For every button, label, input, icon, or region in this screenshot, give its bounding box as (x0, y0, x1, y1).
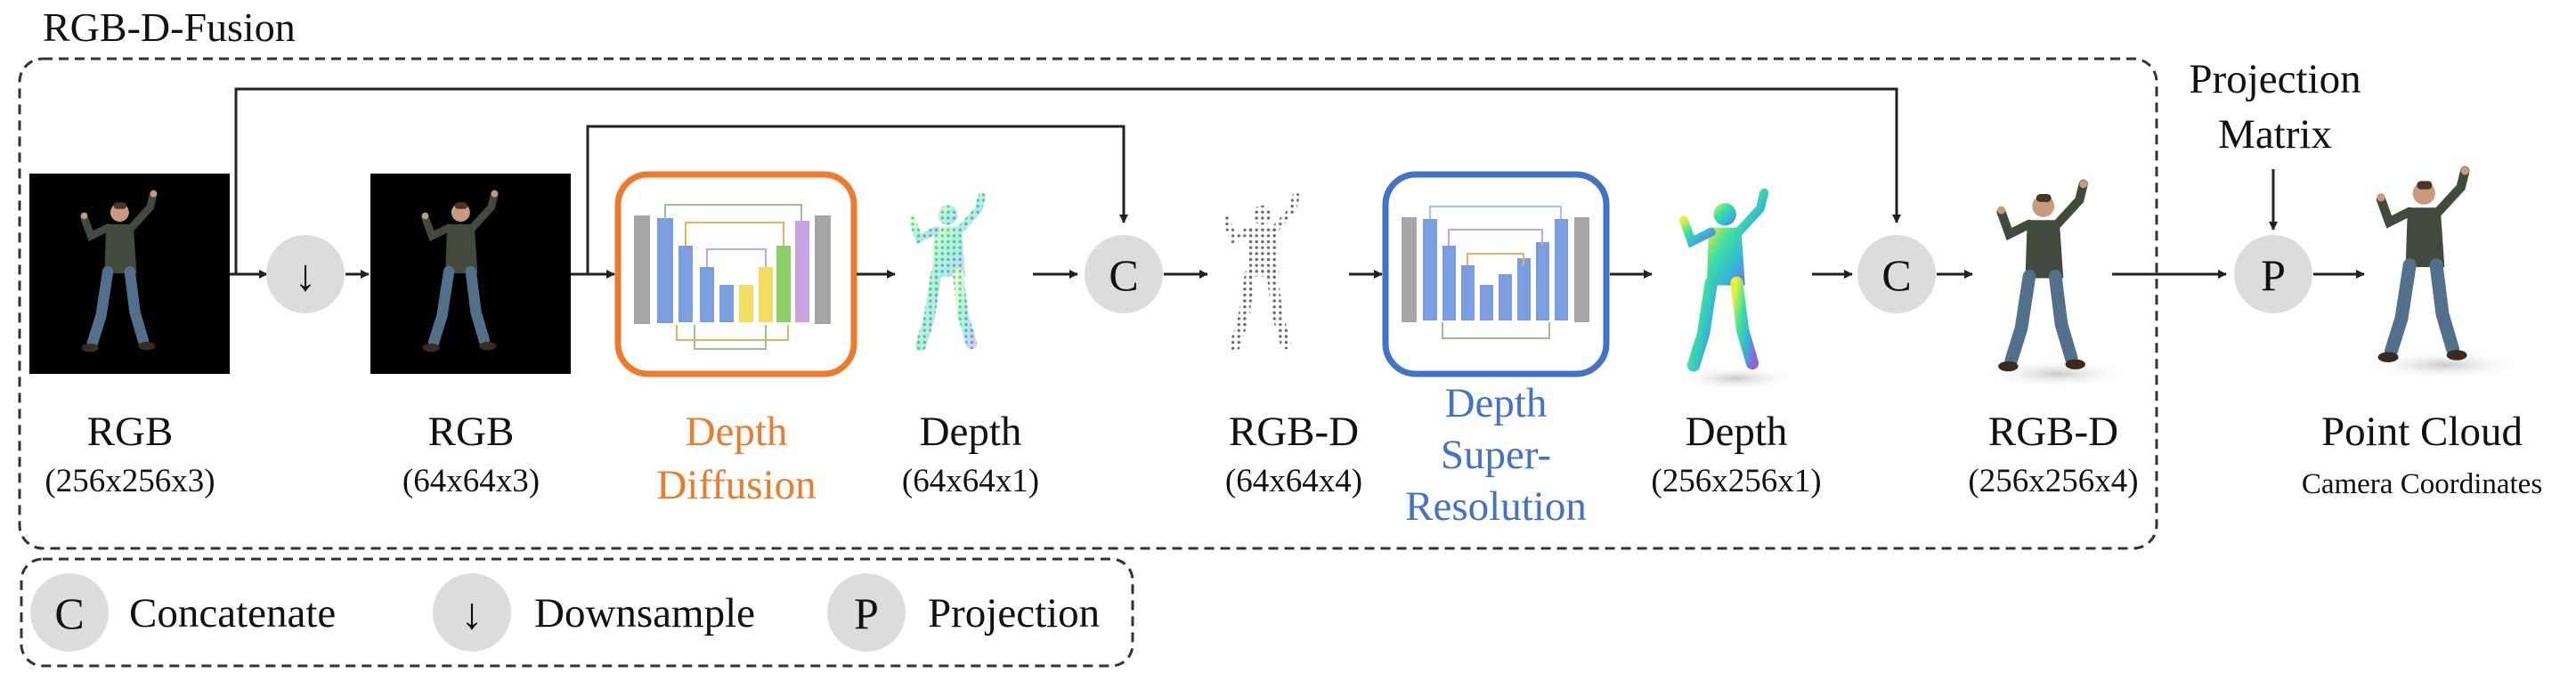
depth-super-resolution-unet (1382, 171, 1610, 377)
legend-concat-label: Concatenate (129, 590, 336, 636)
rgbd-lowres-label: RGB-D (1229, 409, 1359, 455)
projection-symbol: P (2261, 250, 2286, 300)
rgbd-highres-label: RGB-D (1988, 409, 2118, 455)
rgb-lowres-label: RGB (428, 409, 515, 455)
rgbd-highres-image (1981, 180, 2133, 388)
legend-projection-label: Projection (928, 590, 1100, 636)
concat-symbol-2: C (1881, 250, 1911, 300)
legend-projection: P Projection (827, 573, 1100, 652)
depth-sr-label-2: Super- (1441, 432, 1551, 478)
legend-downsample-symbol: ↓ (461, 588, 484, 638)
legend-concat-symbol: C (54, 588, 84, 638)
point-cloud-sub: Camera Coordinates (2302, 468, 2542, 500)
projection-op: P (2234, 235, 2312, 313)
rgb-input-label: RGB (87, 409, 174, 455)
depth-highres-label: Depth (1686, 409, 1788, 455)
depth-sr-label-3: Resolution (1405, 483, 1587, 530)
projection-matrix-label-1: Projection (2189, 56, 2361, 102)
depth-diffusion-label-1: Depth (686, 409, 788, 455)
depth-lowres-label: Depth (920, 409, 1022, 455)
projection-matrix-label-2: Matrix (2218, 111, 2332, 158)
legend-downsample-label: Downsample (534, 590, 755, 636)
rgb-lowres-image (370, 174, 571, 374)
legend: C Concatenate ↓ Downsample P Projection (20, 557, 1134, 668)
rgbd-lowres-dims: (64x64x4) (1225, 463, 1362, 499)
depth-highres-dims: (256x256x1) (1651, 463, 1821, 499)
fusion-frame (18, 57, 2158, 550)
rgbd-highres-dims: (256x256x4) (1968, 463, 2138, 499)
point-cloud-image (2364, 166, 2524, 379)
concat-symbol-1: C (1109, 250, 1138, 300)
legend-projection-symbol: P (854, 588, 879, 638)
concat-op-2: C (1857, 235, 1936, 313)
downsample-op: ↓ (266, 235, 345, 313)
legend-downsample: ↓ Downsample (433, 573, 755, 652)
rgb-input-dims: (256x256x3) (45, 463, 215, 499)
depth-lowres-image (913, 197, 982, 345)
legend-concat: C Concatenate (30, 573, 336, 652)
diagram-title: RGB-D-Fusion (43, 4, 296, 50)
rgb-input-image (29, 174, 230, 374)
depth-highres-image (1674, 193, 1799, 391)
rgbd-lowres-image (1227, 197, 1296, 345)
rgb-lowres-dims: (64x64x3) (402, 463, 540, 499)
point-cloud-label: Point Cloud (2321, 409, 2523, 455)
downsample-symbol: ↓ (295, 250, 317, 300)
depth-diffusion-label-2: Diffusion (656, 462, 816, 508)
skip-connections (234, 87, 1901, 274)
depth-diffusion-unet (614, 171, 857, 377)
concat-op-1: C (1085, 235, 1163, 313)
depth-sr-label-1: Depth (1445, 380, 1548, 426)
depth-lowres-dims: (64x64x1) (902, 463, 1039, 499)
